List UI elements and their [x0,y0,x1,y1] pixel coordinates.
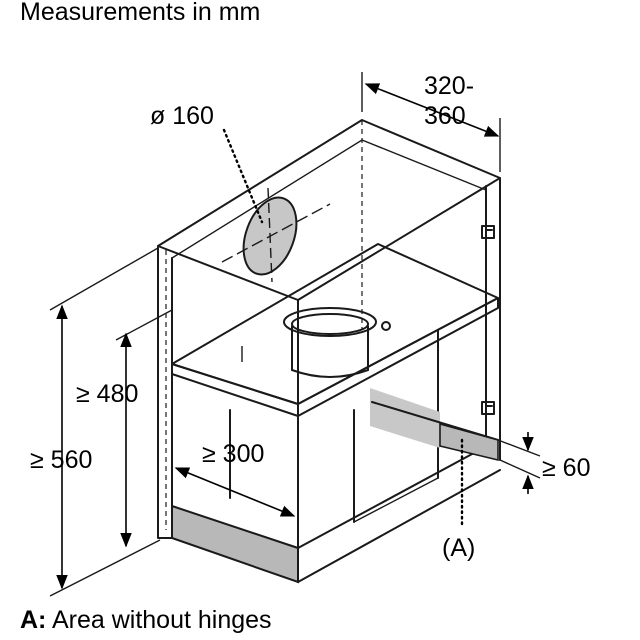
shelf-front [171,363,299,417]
base-height-dimension [497,432,541,494]
cabinet-left-side [157,245,173,539]
label-width: ≥ 300 [202,440,264,468]
cabinet-right-side [485,177,501,461]
label-height-total: ≥ 560 [30,446,92,474]
cabinet-base-side [439,422,499,462]
label-base-height: ≥ 60 [542,454,590,482]
cabinet-base-front [171,504,299,584]
cabinet [157,119,501,584]
label-depth-2: 360 [424,102,466,130]
label-area-marker: (A) [442,534,475,562]
cabinet-inner-top [171,139,487,259]
label-depth-1: 320- [424,72,474,100]
footnote: A: Area without hinges [20,606,272,634]
width-dimension [174,467,296,517]
shelf-side [297,297,499,417]
cabinet-back-hidden [165,120,363,530]
diagram-title: Measurements in mm [20,0,260,26]
label-height-inner: ≥ 480 [76,380,138,408]
hinge-bottom [481,401,495,415]
height-total-dimension [49,247,161,597]
hood-body [229,329,439,523]
label-diameter: ø 160 [150,102,214,130]
footnote-key: A: [20,606,46,634]
footnote-text: Area without hinges [46,606,271,634]
duct-collar [283,307,391,378]
cabinet-floor-edge [297,469,501,583]
wall-duct-opening [221,128,331,283]
hinge-top [481,225,495,239]
area-without-hinges-inner [370,388,440,448]
depth-dimension [361,72,501,172]
height-inner-dimension [115,309,173,548]
leader-line-diameter [222,128,264,224]
